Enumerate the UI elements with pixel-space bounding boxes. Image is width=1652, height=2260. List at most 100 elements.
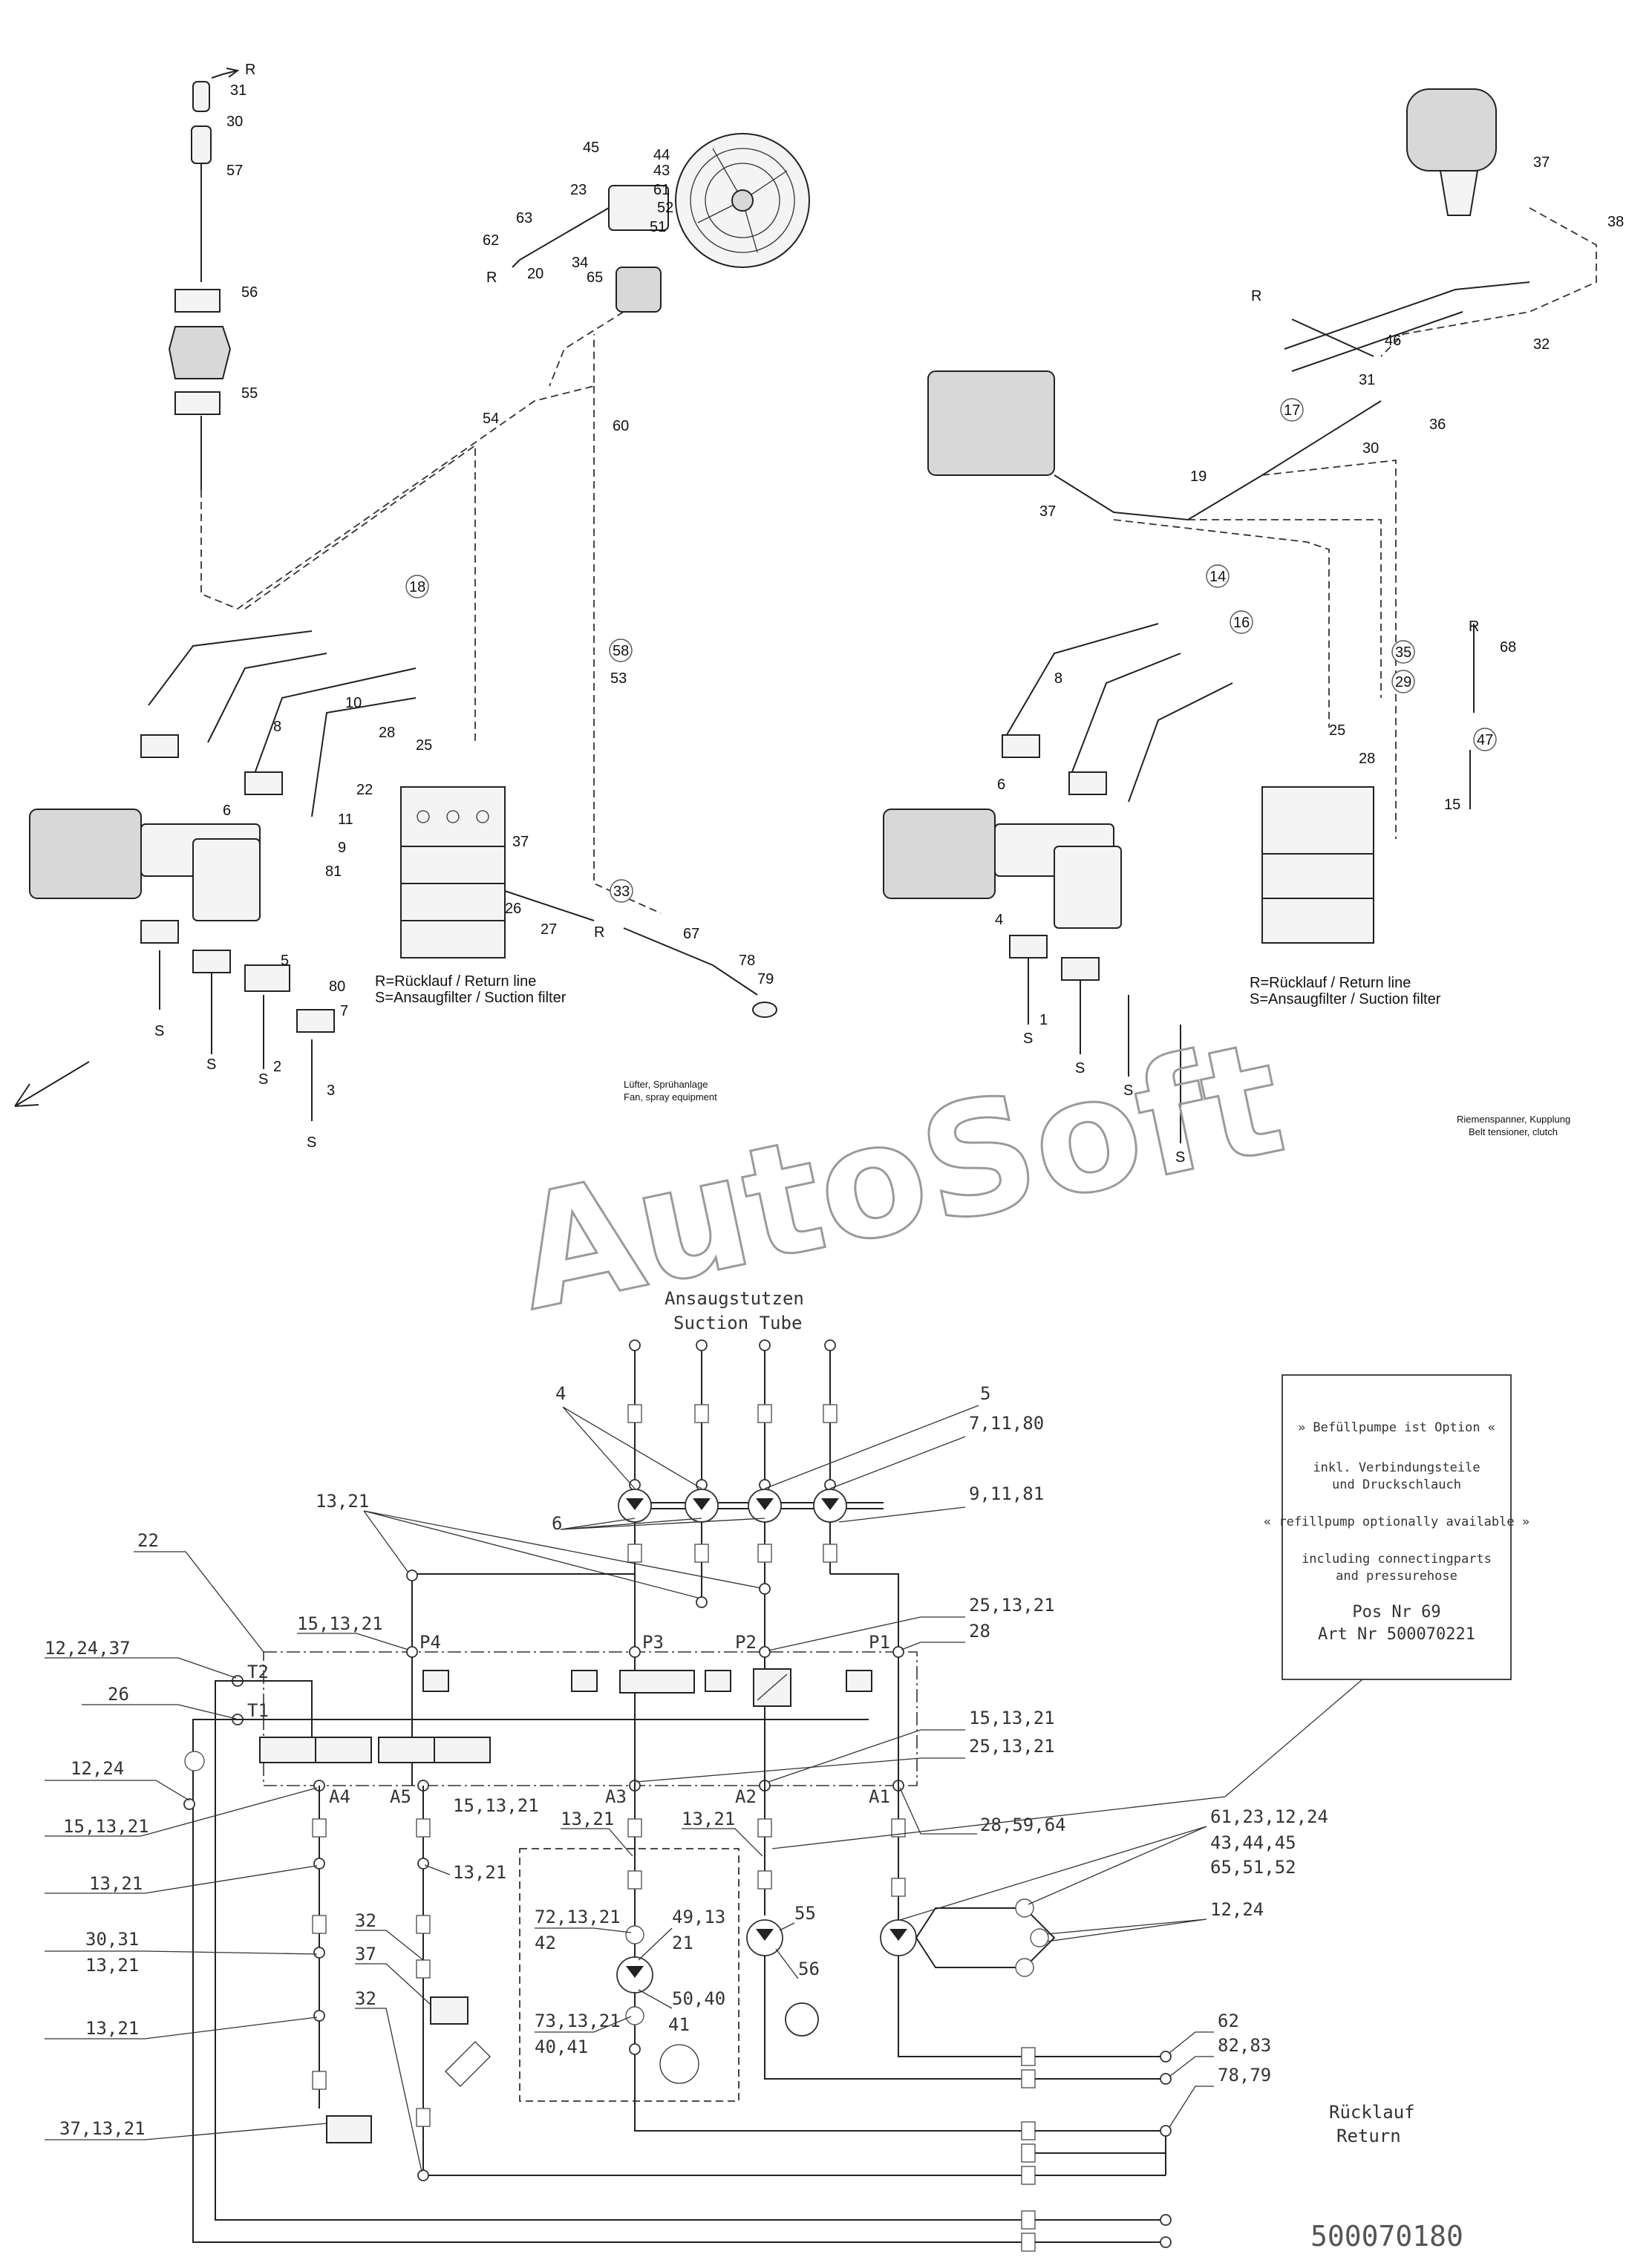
schematic-title-de: Ansaugstutzen — [665, 1288, 804, 1309]
note-line-4: « refillpump optionally available » — [1264, 1515, 1529, 1529]
label-56: 56 — [798, 1959, 820, 1979]
right-aux-pump — [1054, 846, 1122, 929]
right-flange-c — [1009, 935, 1048, 958]
caption-fan-en: Fan, spray equipment — [624, 1091, 717, 1103]
label-72-13-21: 72,13,21 — [535, 1907, 621, 1927]
callout-60: 60 — [613, 418, 629, 434]
label-55: 55 — [794, 1903, 816, 1924]
cylinder-37b — [430, 1996, 468, 2025]
label-50-40: 50,40 — [672, 1988, 725, 2009]
legend-right-suction: S=Ansaugfilter / Suction filter — [1250, 991, 1441, 1007]
return-label-de: Rücklauf — [1329, 2102, 1415, 2123]
schematic-title-en: Suction Tube — [673, 1313, 802, 1333]
callout-37: 37 — [512, 834, 529, 850]
label-78-79: 78,79 — [1218, 2065, 1271, 2086]
suction-letter-r3: S — [1123, 1082, 1133, 1099]
label-26: 26 — [108, 1684, 129, 1705]
upper-left-exploded-view: R R — [14, 62, 810, 1151]
drawing-number: 500070180 — [1310, 2220, 1463, 2253]
label-5: 5 — [980, 1383, 990, 1404]
label-73-13-21: 73,13,21 — [535, 2011, 621, 2031]
callout-44: 44 — [653, 147, 670, 163]
label-15-13-21-a: 15,13,21 — [297, 1613, 383, 1634]
callout-22: 22 — [356, 782, 373, 798]
note-art: Art Nr 500070221 — [1318, 1625, 1475, 1644]
callout-r-38: 38 — [1607, 214, 1624, 230]
callout-43: 43 — [653, 163, 670, 179]
callout-r-29: 29 — [1395, 674, 1411, 690]
port-t2: T2 — [247, 1662, 269, 1682]
pressure-indicator — [785, 2002, 819, 2037]
port-a5: A5 — [390, 1786, 411, 1807]
callout-34: 34 — [572, 255, 588, 271]
hydraulic-schematic: Ansaugstutzen Suction Tube — [45, 1288, 1529, 2253]
return-letter-fan: R — [486, 270, 497, 286]
flange-f — [192, 950, 231, 973]
callout-r-68: 68 — [1500, 639, 1516, 656]
tensioner-bracket — [1439, 170, 1479, 216]
legend-right-return: R=Rücklauf / Return line — [1250, 975, 1411, 991]
flange-plate-top — [174, 289, 221, 313]
right-callouts: 37 38 46 32 31 30 36 17 19 37 14 16 8 35… — [995, 154, 1624, 1028]
legend-left-suction: S=Ansaugfilter / Suction filter — [375, 990, 567, 1006]
label-37-13-21: 37,13,21 — [59, 2118, 146, 2139]
return-letter-top-left: R — [245, 62, 255, 78]
callout-r-19: 19 — [1190, 468, 1207, 485]
callout-6: 6 — [223, 803, 231, 819]
label-9-11-81: 9,11,81 — [969, 1483, 1044, 1504]
label-65-51-52: 65,51,52 — [1210, 1857, 1296, 1878]
suction-letter-r1: S — [1023, 1031, 1033, 1047]
suction-tubes — [627, 1339, 838, 1491]
callout-56: 56 — [241, 284, 258, 301]
callout-27: 27 — [541, 921, 557, 938]
note-line-3: und Druckschlauch — [1332, 1477, 1461, 1492]
label-15-13-21-c: 15,13,21 — [969, 1708, 1055, 1728]
callout-30: 30 — [226, 114, 243, 130]
left-return-circuits — [183, 1680, 1028, 2243]
caption-fan-de: Lüfter, Sprühanlage — [624, 1079, 708, 1090]
callout-r-36a: 36 — [1429, 417, 1446, 433]
elbow-fitting — [192, 81, 210, 112]
callout-r-46: 46 — [1385, 333, 1401, 349]
label-28: 28 — [969, 1621, 990, 1642]
callout-58: 58 — [613, 643, 629, 659]
port-a3: A3 — [605, 1786, 627, 1807]
left-main-pump — [29, 809, 142, 899]
callout-80: 80 — [329, 979, 345, 995]
callout-62: 62 — [483, 232, 499, 249]
port-p4: P4 — [419, 1632, 441, 1653]
right-pump-unit — [927, 370, 1055, 476]
right-main-pump — [883, 809, 996, 899]
cylinder-37 — [326, 2115, 372, 2143]
return-letter-valve: R — [594, 924, 604, 941]
label-12-24-37: 12,24,37 — [45, 1638, 131, 1659]
left-valve-mid2 — [400, 883, 506, 921]
label-32-b: 32 — [355, 1988, 376, 2009]
callout-r-25: 25 — [1329, 722, 1345, 739]
callout-r-14: 14 — [1209, 569, 1226, 585]
note-pos: Pos Nr 69 — [1352, 1603, 1440, 1621]
label-12-24-r: 12,24 — [1210, 1899, 1264, 1920]
label-37-b: 37 — [355, 1944, 376, 1965]
right-flange-b — [1068, 771, 1107, 795]
label-21: 21 — [672, 1933, 693, 1953]
right-valve-top — [1261, 786, 1374, 855]
callout-r-35: 35 — [1395, 644, 1411, 661]
refill-pump-box — [519, 1848, 740, 2102]
caption-belt-en: Belt tensioner, clutch — [1469, 1126, 1558, 1137]
callout-52: 52 — [657, 200, 673, 216]
callout-r-28: 28 — [1359, 751, 1375, 767]
left-callouts: 31 30 57 56 55 54 60 45 44 43 23 61 52 5… — [223, 82, 774, 1099]
left-aux-pump — [192, 838, 261, 921]
callout-61: 61 — [653, 182, 670, 198]
label-15-13-21-b: 15,13,21 — [63, 1816, 149, 1837]
suction-letter-3: S — [258, 1071, 268, 1088]
callout-45: 45 — [583, 140, 599, 156]
upper-right-exploded-view: R S S S S R 3 — [883, 88, 1624, 1166]
callout-31: 31 — [230, 82, 247, 99]
label-32-a: 32 — [355, 1910, 376, 1931]
callout-67: 67 — [683, 926, 699, 942]
callout-r-32: 32 — [1533, 336, 1550, 353]
callout-23: 23 — [570, 182, 587, 198]
